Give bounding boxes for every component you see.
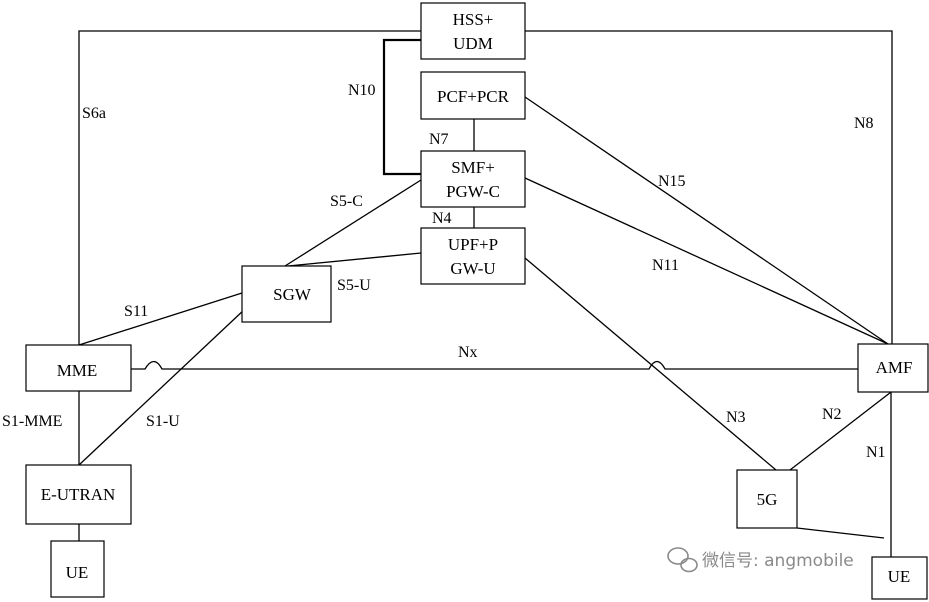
label-s5u: S5-U <box>337 277 371 294</box>
link-s1u <box>78 292 263 466</box>
link-n2 <box>789 391 892 471</box>
label-n4: N4 <box>432 210 452 227</box>
link-nx <box>131 360 858 370</box>
node-smf-pgwc-line1: SMF+ <box>451 158 495 177</box>
node-pcf-pcr: PCF+PCR <box>420 71 526 120</box>
link-5g-ue <box>796 527 885 539</box>
watermark-text: 微信号: angmobile <box>702 551 854 571</box>
node-mme-line1: MME <box>57 361 98 380</box>
node-eutran: E-UTRAN <box>25 464 132 525</box>
link-s11 <box>78 292 243 346</box>
node-hss-udm-line2: UDM <box>453 34 493 53</box>
links <box>78 30 893 557</box>
node-ue-right: UE <box>871 556 928 600</box>
node-eutran-line1: E-UTRAN <box>41 485 116 504</box>
label-s11: S11 <box>124 303 148 320</box>
label-n3: N3 <box>726 409 746 426</box>
label-n2: N2 <box>822 406 842 423</box>
node-upf-pgwu-line1: UPF+P <box>448 235 498 254</box>
edge-labels: S6a N8 N10 N7 N4 S5-C S5-U N15 N11 S11 N… <box>2 82 886 461</box>
node-upf-pgwu-line2: GW-U <box>450 259 495 278</box>
watermark: 微信号: angmobile <box>667 547 854 573</box>
node-pcf-pcr-line1: PCF+PCR <box>437 87 510 106</box>
node-mme: MME <box>25 344 132 392</box>
node-smf-pgwc: SMF+ PGW-C <box>420 150 526 208</box>
link-n8 <box>525 30 893 344</box>
node-sgw-line1: SGW <box>273 285 312 304</box>
label-n15: N15 <box>658 173 686 190</box>
node-hss-udm-line1: HSS+ <box>453 10 494 29</box>
link-n15 <box>524 96 889 345</box>
wechat-icon <box>667 547 698 573</box>
node-amf-line1: AMF <box>876 358 913 377</box>
link-s6a <box>78 30 421 345</box>
label-s1mme: S1-MME <box>2 413 62 430</box>
node-ue-left-line1: UE <box>66 563 89 582</box>
link-s5u <box>287 252 422 267</box>
link-s5c <box>284 179 422 267</box>
label-n10: N10 <box>348 82 376 99</box>
label-n7: N7 <box>429 131 449 148</box>
node-smf-pgwc-line2: PGW-C <box>446 182 500 201</box>
label-s5c: S5-C <box>330 193 363 210</box>
link-n3 <box>524 257 777 471</box>
label-n8: N8 <box>854 115 874 132</box>
link-n10 <box>382 38 421 176</box>
label-n1: N1 <box>866 444 886 461</box>
label-s1u: S1-U <box>146 413 180 430</box>
node-sgw: SGW <box>241 265 332 323</box>
label-nx: Nx <box>458 344 478 361</box>
link-n11 <box>524 177 889 345</box>
node-5g: 5G <box>736 469 798 529</box>
label-n11: N11 <box>652 257 679 274</box>
node-amf: AMF <box>857 343 929 393</box>
node-upf-pgwu: UPF+P GW-U <box>420 227 526 285</box>
node-hss-udm: HSS+ UDM <box>420 2 526 60</box>
node-5g-line1: 5G <box>757 490 778 509</box>
node-ue-right-line1: UE <box>888 567 911 586</box>
label-s6a: S6a <box>82 105 106 122</box>
node-ue-left: UE <box>50 540 105 598</box>
